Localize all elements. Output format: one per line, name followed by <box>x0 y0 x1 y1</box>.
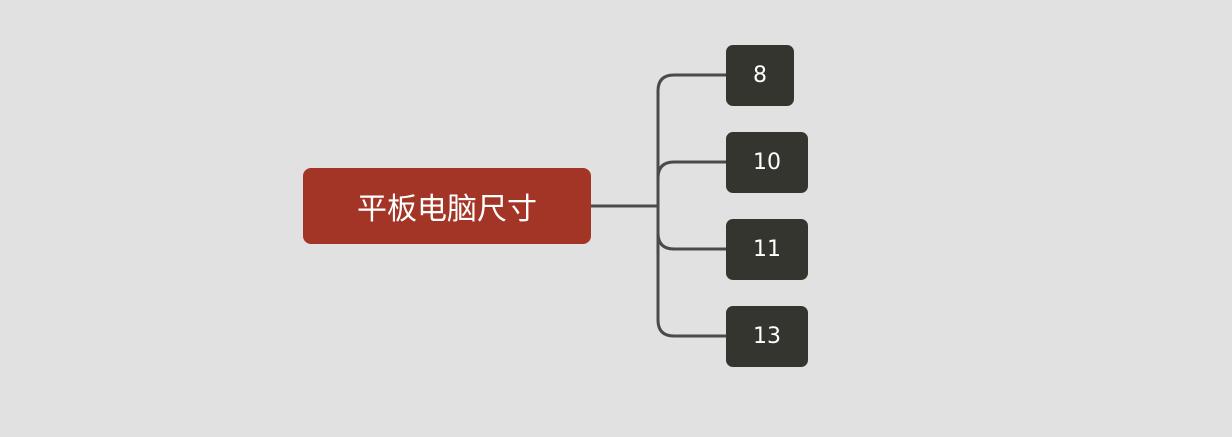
child-label: 13 <box>753 324 781 349</box>
child-node-13[interactable]: 13 <box>726 306 808 367</box>
child-node-10[interactable]: 10 <box>726 132 808 193</box>
child-label: 11 <box>753 237 781 262</box>
root-label: 平板电脑尺寸 <box>357 192 537 227</box>
child-node-11[interactable]: 11 <box>726 219 808 280</box>
child-label: 10 <box>753 150 781 175</box>
root-node[interactable]: 平板电脑尺寸 <box>303 168 591 244</box>
child-label: 8 <box>753 63 767 88</box>
child-node-8[interactable]: 8 <box>726 45 794 106</box>
